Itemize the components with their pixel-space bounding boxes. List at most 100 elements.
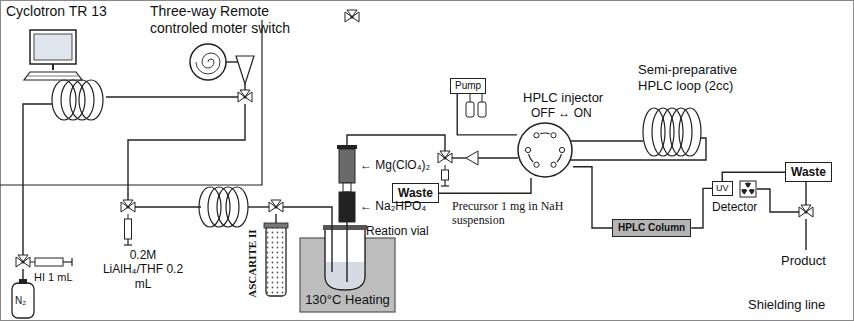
reaction-vial <box>325 228 365 290</box>
diagram-label: HI 1 mL <box>34 271 73 284</box>
tube-line <box>805 181 806 205</box>
coil-winding <box>661 108 683 156</box>
valve-hub <box>126 205 129 208</box>
injector-channel <box>529 154 534 162</box>
tube-line <box>346 222 347 282</box>
node-text: UV <box>716 183 729 194</box>
computer-screen <box>34 34 72 60</box>
syringe-needle <box>30 262 35 263</box>
tube-connector <box>457 94 517 135</box>
tube-cap <box>264 223 288 228</box>
cylinder-valve <box>19 279 27 284</box>
radiation-sector <box>745 183 751 188</box>
injector-port <box>551 133 556 138</box>
coil-winding <box>199 187 221 227</box>
diagram-label: ← Mg(ClO₄)₂ <box>360 158 430 172</box>
node-text: HPLC injector <box>523 90 603 106</box>
coil-winding <box>226 187 248 227</box>
tube-line <box>248 206 269 207</box>
syringe-plunger <box>127 239 128 245</box>
tube-line <box>23 104 52 255</box>
syringe-needle <box>445 165 446 170</box>
column-joint <box>343 183 351 192</box>
beam-line <box>226 61 238 62</box>
radiation-sector <box>742 189 748 195</box>
syringe-plunger <box>444 180 445 186</box>
syringe-plunger <box>441 185 449 186</box>
tube-line <box>106 96 238 97</box>
heating-block-node: Reation vial130°C Heating <box>300 238 395 312</box>
tube-line <box>244 84 245 90</box>
injector-port <box>559 147 564 152</box>
syringe-barrel <box>35 258 63 266</box>
injector-valve: HPLC injectorOFF ↔ ON <box>517 122 573 178</box>
vial-cap <box>323 225 367 230</box>
diagram-label: Precursor 1 mg in NaH suspension <box>452 199 564 228</box>
coil-winding <box>670 108 692 156</box>
injector-channel <box>540 132 549 134</box>
target-funnel <box>236 56 254 84</box>
diagram-label: Semi-preparative HPLC loop (2cc) <box>638 62 768 93</box>
enclosure-line <box>0 20 262 185</box>
valve-body <box>16 255 30 267</box>
uv-box: UV <box>712 181 733 196</box>
node-text: Waste <box>398 186 433 200</box>
tube-line <box>571 140 643 141</box>
syringe-barrel <box>125 219 132 239</box>
diagram-label: Cyclotron TR 13 <box>6 3 107 20</box>
cyclotron-spiral <box>196 53 220 74</box>
syringe-plunger <box>63 261 72 262</box>
tube-line <box>805 219 806 250</box>
ascarite-tube <box>266 226 286 296</box>
diagram-label: N₂ <box>15 295 26 307</box>
coil-winding <box>217 187 239 227</box>
tube-line <box>283 207 332 272</box>
valve-body <box>121 200 135 212</box>
radiation-sector <box>749 189 755 195</box>
computer-keyboard <box>24 72 82 80</box>
three-way-valve <box>799 205 813 217</box>
valve-body <box>269 200 283 212</box>
tube-line <box>757 189 799 212</box>
node-text: HPLC Column <box>618 222 685 234</box>
needle-fan <box>466 151 478 165</box>
three-way-valve <box>438 151 452 163</box>
tube-connector <box>691 188 712 228</box>
diagram-label: ASCARITE II <box>246 224 259 304</box>
tube-line <box>135 206 201 207</box>
tube-connector <box>573 167 612 228</box>
solvent-line <box>482 94 483 102</box>
solvent-bottle <box>466 102 474 117</box>
valve-hub <box>243 95 246 98</box>
diagram-label: Shielding line <box>748 297 825 313</box>
node-text: 130°C Heating <box>300 292 395 308</box>
tube-line <box>22 269 23 280</box>
valve-body <box>238 90 252 102</box>
computer-keys <box>28 76 78 77</box>
computer-stand <box>52 64 54 70</box>
three-way-valve <box>16 255 30 267</box>
valve-hub <box>804 210 807 213</box>
valve-hub <box>350 15 353 18</box>
three-way-valve <box>345 10 359 22</box>
syringe-plunger <box>71 258 72 266</box>
coil-winding <box>79 80 103 120</box>
tube-line <box>452 157 466 158</box>
tube-connector <box>722 172 785 181</box>
tube-line <box>128 104 245 200</box>
coil-winding <box>208 187 230 227</box>
three-way-valve <box>269 200 283 212</box>
tube-line <box>347 135 445 151</box>
coil-winding <box>652 108 674 156</box>
node-text: Pump <box>455 80 481 92</box>
diagram-label: Detector <box>712 200 757 214</box>
column-box: HPLC Column <box>612 219 691 237</box>
coil-winding <box>643 108 665 156</box>
cyclotron <box>190 44 226 80</box>
mg-column <box>339 149 355 183</box>
syringe-barrel <box>442 170 449 180</box>
solvent-line <box>470 94 471 102</box>
syringe-plunger <box>124 244 132 245</box>
radiation-icon <box>740 181 756 197</box>
